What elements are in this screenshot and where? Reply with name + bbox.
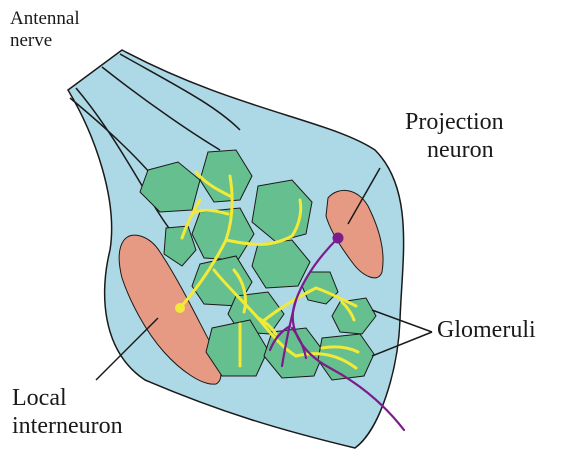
projection-neuron-label-line-2: neuron [405, 136, 504, 164]
antennal-nerve-label-line-1: Antennal [10, 8, 80, 30]
antennal-nerve-label: Antennal nerve [10, 8, 80, 53]
local-interneuron-soma-dot [175, 303, 185, 313]
projection-neuron-label-line-1: Projection [405, 108, 504, 136]
glomeruli-label: Glomeruli [437, 316, 536, 344]
local-interneuron-label-line-2: interneuron [12, 412, 123, 440]
local-interneuron-label: Local interneuron [12, 384, 123, 441]
projection-neuron-label: Projection neuron [405, 108, 504, 165]
antennal-nerve-label-line-2: nerve [10, 30, 80, 52]
projection-neuron-soma-dot [333, 233, 344, 244]
local-interneuron-label-line-1: Local [12, 384, 123, 412]
